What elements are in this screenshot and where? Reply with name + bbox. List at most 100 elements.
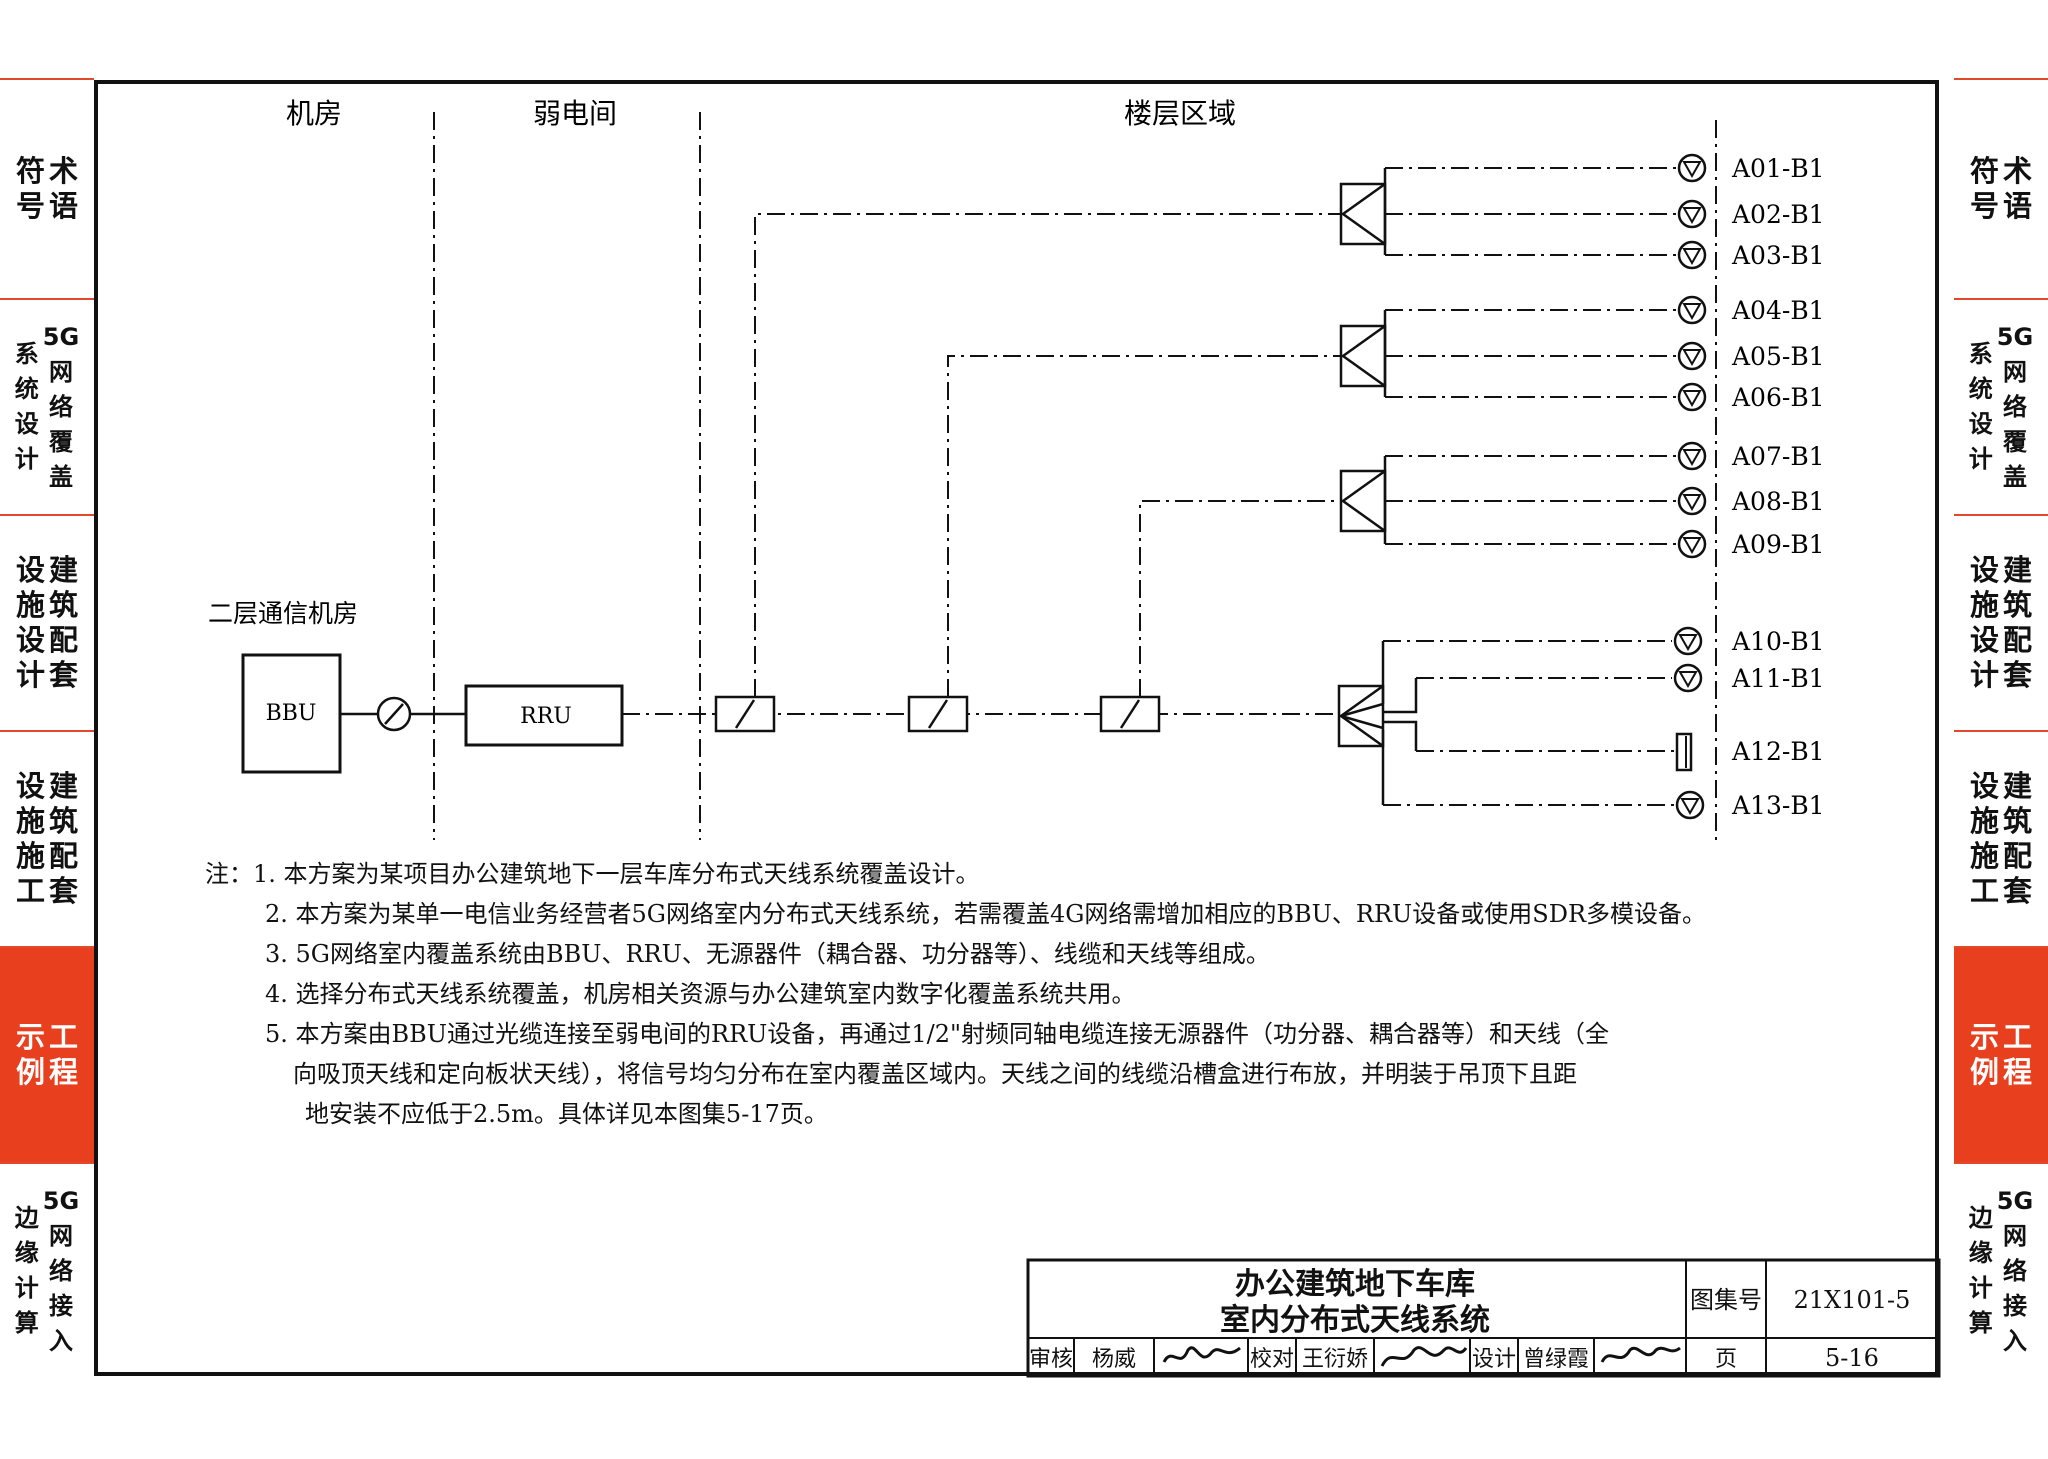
antenna-icon-mark (1682, 494, 1702, 512)
tab-glyph: 接 (49, 1291, 73, 1320)
splitter-box (1339, 469, 1387, 533)
tab-glyph: 网 (2003, 357, 2027, 386)
tab-glyph: 设 (15, 623, 45, 657)
tab-col: 边缘计算 (15, 1201, 39, 1341)
coupler-slash (1119, 699, 1141, 729)
omni-antenna-A03[interactable] (1677, 240, 1707, 270)
design-label: 设计 (1472, 1347, 1516, 1372)
tab-glyph: 统 (14, 375, 39, 403)
tab-glyph: 施 (15, 804, 45, 838)
check-label: 校对 (1250, 1347, 1294, 1372)
antenna-label-A03: A03-B1 (1731, 241, 1825, 270)
splitter-wedge-inner (1340, 714, 1384, 730)
tab-col: 符号 (16, 154, 45, 224)
splitter4-out-2 (1383, 678, 1418, 714)
checker-signature (1380, 1346, 1468, 1367)
omni-antenna-A09[interactable] (1677, 529, 1707, 559)
tab-glyph: 工 (1969, 874, 1999, 908)
omni-antenna-A05[interactable] (1677, 341, 1707, 371)
title-block (1026, 1258, 1941, 1378)
note-line-1: 注：1. 本方案为某项目办公建筑地下一层车库分布式天线系统覆盖设计。 (205, 860, 980, 888)
antenna-icon-mark (1682, 248, 1702, 266)
zone-label-machine-room: 机房 (286, 97, 342, 130)
tab-glyph: 例 (15, 1055, 45, 1089)
tab-glyph: 络 (2003, 392, 2027, 421)
panel-antenna-A12[interactable] (1675, 732, 1693, 772)
splitter-wedge (1340, 469, 1386, 533)
omni-antenna-A10[interactable] (1673, 626, 1703, 656)
splitter-box (1337, 684, 1385, 748)
antenna-icon-mark (1682, 349, 1702, 367)
antenna-icon-mark (1682, 303, 1702, 321)
omni-antenna-A11[interactable] (1673, 663, 1703, 693)
tab-col: 示例 (1970, 1020, 1999, 1090)
splitter-2[interactable] (1339, 324, 1387, 388)
tab-glyph: 网 (49, 357, 73, 386)
side-tab-example[interactable]: 工程示例 (1954, 946, 2048, 1162)
rru-label: RRU (520, 704, 572, 729)
tab-glyph: 施 (15, 839, 45, 873)
tab-glyph: 套 (49, 658, 79, 692)
splitter-wedge (1340, 182, 1386, 246)
tab-glyph: 统 (1968, 375, 1993, 403)
tab-col: 设施施工 (1970, 769, 1999, 909)
tab-glyph: 5G (1996, 1186, 2034, 1215)
omni-antenna-A06[interactable] (1677, 382, 1707, 412)
tab-glyph: 设 (1969, 553, 1999, 587)
coupler-3[interactable] (1099, 695, 1161, 733)
note-line-6: 向吸顶天线和定向板状天线），将信号均匀分布在室内覆盖区域内。天线之间的线缆沿槽盒… (293, 1060, 1577, 1088)
coupler-slash (927, 699, 949, 729)
side-tab-facility-design[interactable]: 建筑配套设施设计 (1954, 514, 2048, 730)
antenna-label-A01: A01-B1 (1731, 154, 1825, 183)
omni-antenna-A04[interactable] (1677, 295, 1707, 325)
tab-glyph: 工 (2003, 1020, 2033, 1054)
side-tab-terms[interactable]: 术语符号 (0, 78, 94, 298)
splitter-4[interactable] (1337, 684, 1385, 748)
tab-glyph: 语 (2003, 189, 2033, 223)
tab-glyph: 5G (42, 1186, 80, 1215)
drawing-title-line1: 办公建筑地下车库 (1235, 1267, 1475, 1302)
atlas-label: 图集号 (1690, 1286, 1762, 1314)
coupler-2[interactable] (907, 695, 969, 733)
tab-glyph: 例 (1969, 1055, 1999, 1089)
tab-glyph: 覆 (49, 427, 73, 456)
splitter-box (1339, 182, 1387, 246)
page-number: 5-16 (1825, 1344, 1879, 1372)
omni-antenna-A13[interactable] (1675, 790, 1705, 820)
tab-glyph: 建 (49, 553, 79, 587)
omni-antenna-A07[interactable] (1677, 441, 1707, 471)
note-line-4: 4. 选择分布式天线系统覆盖，机房相关资源与办公建筑室内数字化覆盖系统共用。 (265, 980, 1136, 1008)
rru-box[interactable] (464, 684, 624, 747)
tab-glyph: 计 (14, 445, 39, 473)
coupler-1[interactable] (714, 695, 776, 733)
note-line-7: 地安装不应低于2.5m。具体详见本图集5-17页。 (305, 1100, 828, 1128)
tab-glyph: 示 (1969, 1020, 1999, 1054)
tab-glyph: 入 (2003, 1326, 2027, 1355)
side-tab-terms[interactable]: 术语符号 (1954, 78, 2048, 298)
splitter-1[interactable] (1339, 182, 1387, 246)
tab-col: 工程 (49, 1020, 78, 1090)
tab-glyph: 配 (49, 623, 79, 657)
tab-glyph: 号 (15, 189, 45, 223)
tab-glyph: 覆 (2003, 427, 2027, 456)
tab-glyph: 设 (1969, 623, 1999, 657)
tab-col: 建筑配套 (2003, 553, 2032, 693)
atlas-number: 21X101-5 (1794, 1286, 1911, 1314)
note-line-3: 3. 5G网络室内覆盖系统由BBU、RRU、无源器件（耦合器、功分器等）、线缆和… (265, 940, 1270, 968)
tab-glyph: 入 (49, 1326, 73, 1355)
omni-antenna-A08[interactable] (1677, 486, 1707, 516)
side-tab-example[interactable]: 工程示例 (0, 946, 94, 1162)
side-tab-facility-construction[interactable]: 建筑配套设施施工 (0, 730, 94, 946)
antenna-icon-mark (1682, 449, 1702, 467)
omni-antenna-A02[interactable] (1677, 199, 1707, 229)
tab-glyph: 术 (49, 154, 79, 188)
side-tab-facility-design[interactable]: 建筑配套设施设计 (0, 514, 94, 730)
side-tab-facility-construction[interactable]: 建筑配套设施施工 (1954, 730, 2048, 946)
splitter-3[interactable] (1339, 469, 1387, 533)
omni-antenna-A01[interactable] (1677, 153, 1707, 183)
